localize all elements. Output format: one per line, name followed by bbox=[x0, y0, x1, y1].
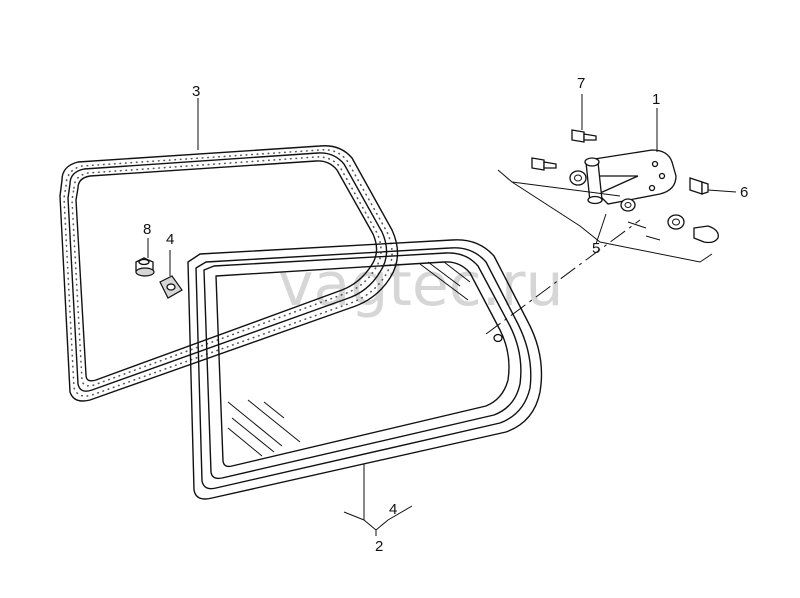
leader-lines bbox=[147, 94, 737, 536]
callout-3: 3 bbox=[192, 83, 200, 100]
side-window-glass bbox=[187, 239, 543, 500]
body-edge-line bbox=[497, 169, 713, 263]
callout-1: 1 bbox=[652, 91, 660, 108]
hinge-bracket bbox=[569, 149, 677, 212]
stud bbox=[667, 214, 719, 244]
body-edge-line bbox=[511, 181, 621, 197]
clip bbox=[159, 275, 183, 299]
window-seal bbox=[59, 145, 399, 402]
callout-4-lower: 4 bbox=[389, 501, 397, 518]
callout-4: 4 bbox=[166, 231, 174, 248]
screw bbox=[689, 177, 709, 195]
callout-8: 8 bbox=[143, 221, 151, 238]
callout-7: 7 bbox=[577, 75, 585, 92]
bolt bbox=[531, 129, 597, 171]
callout-5: 5 bbox=[592, 240, 600, 257]
watermark: vagtec.ru bbox=[278, 250, 564, 320]
callout-2: 2 bbox=[375, 538, 383, 555]
nut bbox=[135, 257, 155, 277]
callout-6: 6 bbox=[740, 184, 748, 201]
center-line bbox=[485, 219, 641, 335]
